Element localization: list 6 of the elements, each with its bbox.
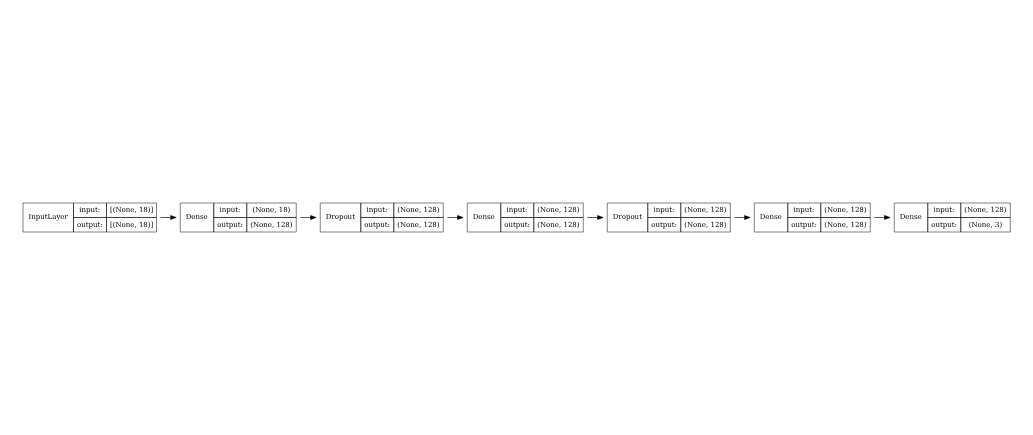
arrow (447, 215, 464, 220)
arrow (160, 215, 177, 220)
arrow (734, 215, 751, 220)
arrow (874, 215, 891, 220)
arrow (300, 215, 317, 220)
arrow (587, 215, 604, 220)
